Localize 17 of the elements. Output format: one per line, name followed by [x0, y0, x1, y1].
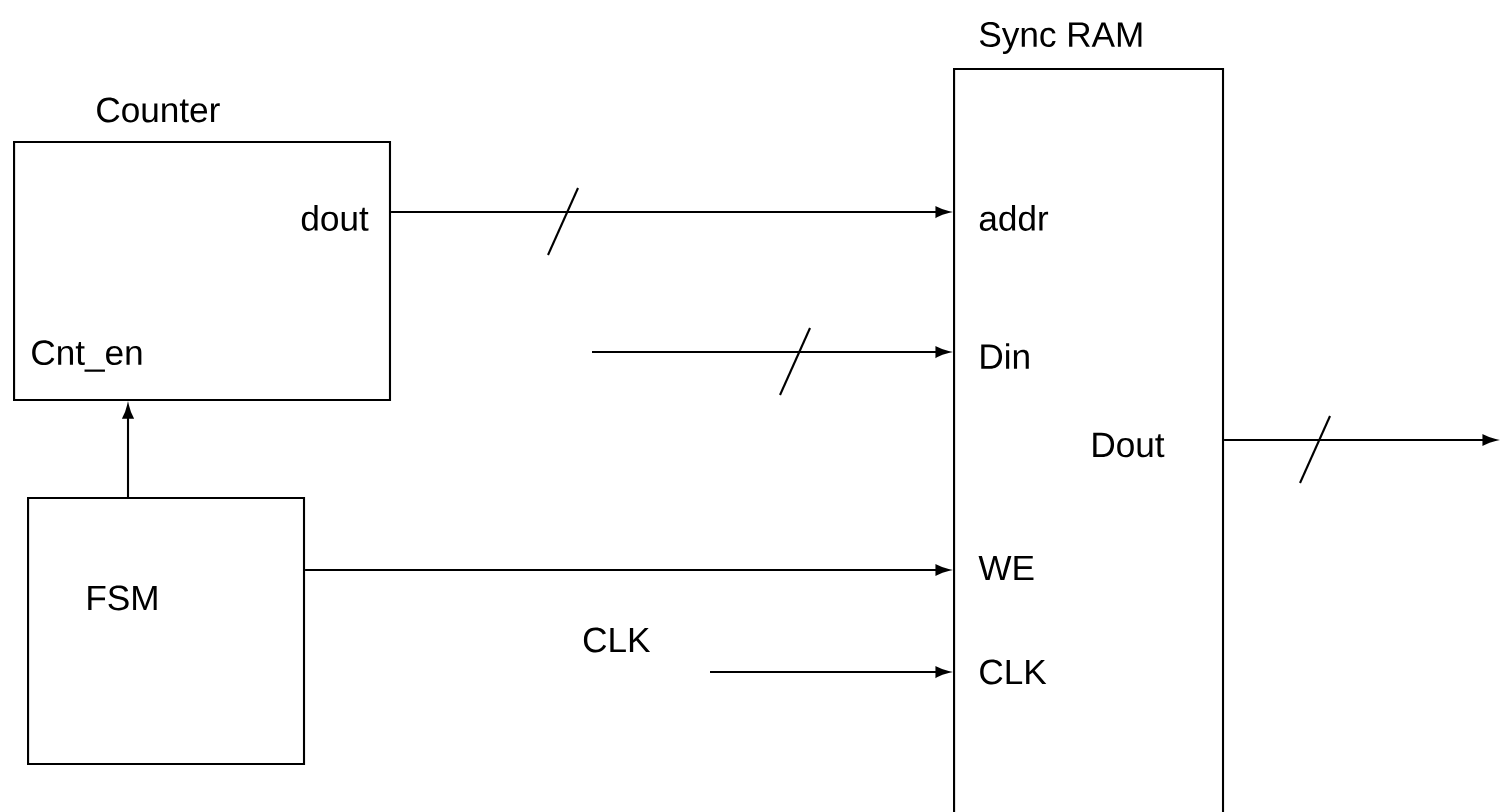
block-title: Counter: [97, 97, 220, 123]
arrow: [122, 404, 134, 497]
port-label: WE: [978, 555, 1034, 581]
port-label: Din: [981, 343, 1029, 369]
port-label: dout: [301, 205, 369, 231]
port-label: CLK: [980, 659, 1047, 685]
block-label: FSM: [88, 585, 157, 611]
port-label: Dout: [1093, 432, 1165, 458]
signal-label: CLK: [580, 625, 653, 655]
block-title: Sync RAM: [979, 22, 1142, 54]
port-label: addr: [979, 205, 1049, 231]
arrow: [1224, 434, 1497, 446]
arrow: [391, 206, 950, 218]
port-label: Cnt_en: [32, 340, 142, 372]
arrow: [710, 666, 950, 678]
arrow: [592, 346, 950, 358]
arrow: [305, 564, 950, 576]
